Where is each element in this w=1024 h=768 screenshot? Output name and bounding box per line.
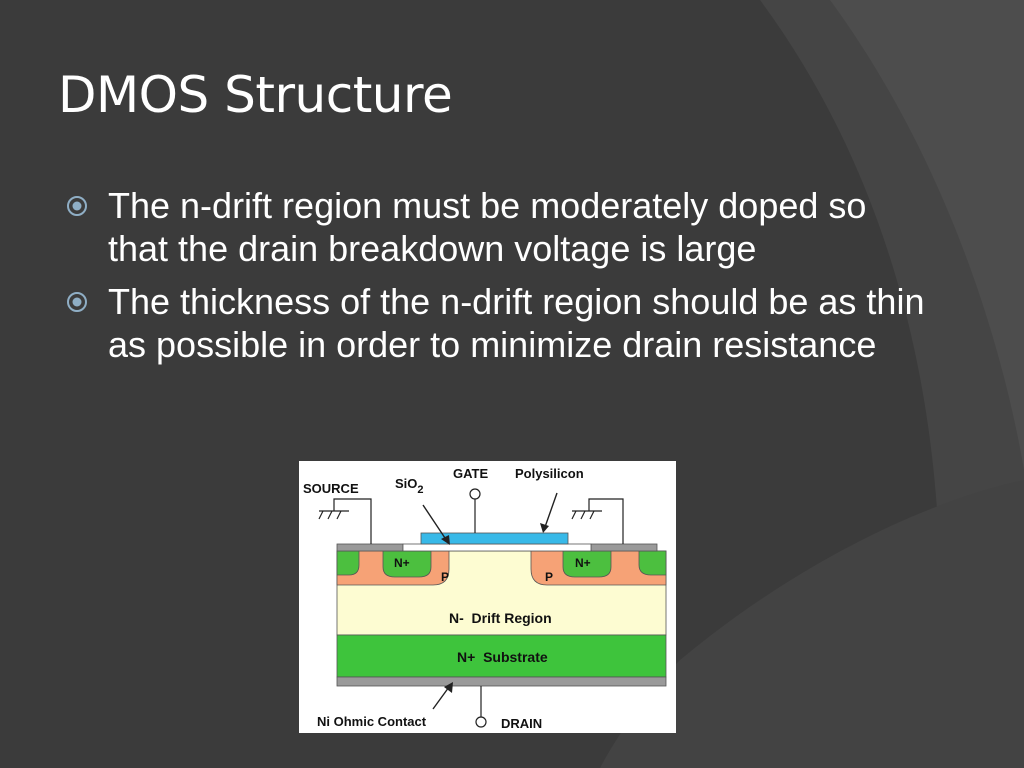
sio2-arrow-icon: [422, 504, 450, 545]
bullet-list: The n-drift region must be moderately do…: [66, 184, 926, 376]
source-contact-left: [336, 543, 404, 552]
gate-label: GATE: [453, 466, 488, 481]
drain-label: DRAIN: [501, 716, 542, 731]
bullet-item: The n-drift region must be moderately do…: [66, 184, 926, 270]
nplus-right-edge: [638, 550, 667, 576]
drain-terminal-icon: [475, 716, 487, 728]
nplus-left-label: N+: [394, 556, 410, 570]
dmos-diagram: SOURCE SiO2 GATE Polysilicon N+ N+ P P N…: [299, 461, 676, 733]
drift-region-label: N- Drift Region: [449, 610, 552, 626]
nplus-left-edge: [336, 550, 360, 576]
ground-icon: [318, 510, 349, 520]
ohmic-contact-layer: [336, 676, 667, 687]
circled-dot-icon: [67, 196, 87, 216]
source-wire-right: [588, 498, 624, 544]
circled-dot-icon: [67, 292, 87, 312]
page-title: DMOS Structure: [58, 66, 453, 124]
sio2-subscript-label: 2: [417, 484, 423, 496]
substrate-region: [336, 634, 667, 678]
bullet-text: The thickness of the n-drift region shou…: [108, 281, 925, 365]
ohmic-contact-label: Ni Ohmic Contact: [317, 714, 427, 729]
bullet-text: The n-drift region must be moderately do…: [108, 185, 867, 269]
oxide-layer: [402, 543, 592, 552]
substrate-label: N+ Substrate: [457, 649, 548, 665]
p-right-label: P: [545, 570, 553, 584]
nplus-right: [562, 550, 612, 578]
sio2-label: SiO2: [395, 476, 424, 496]
source-wire-left: [333, 498, 372, 544]
ohmic-contact-arrow-icon: [432, 682, 453, 710]
nplus-right-label: N+: [575, 556, 591, 570]
gate-terminal-icon: [469, 488, 481, 500]
polysilicon-gate: [420, 532, 569, 545]
nplus-left: [382, 550, 432, 578]
polysilicon-label: Polysilicon: [515, 466, 584, 481]
p-left-label: P: [441, 570, 449, 584]
ground-icon: [571, 510, 602, 520]
source-contact-right: [590, 543, 658, 552]
source-label: SOURCE: [303, 481, 359, 496]
dmos-cross-section: SOURCE SiO2 GATE Polysilicon N+ N+ P P N…: [303, 466, 667, 731]
bullet-item: The thickness of the n-drift region shou…: [66, 280, 926, 366]
sio2-main-label: SiO: [395, 476, 417, 491]
polysilicon-arrow-icon: [540, 492, 558, 533]
